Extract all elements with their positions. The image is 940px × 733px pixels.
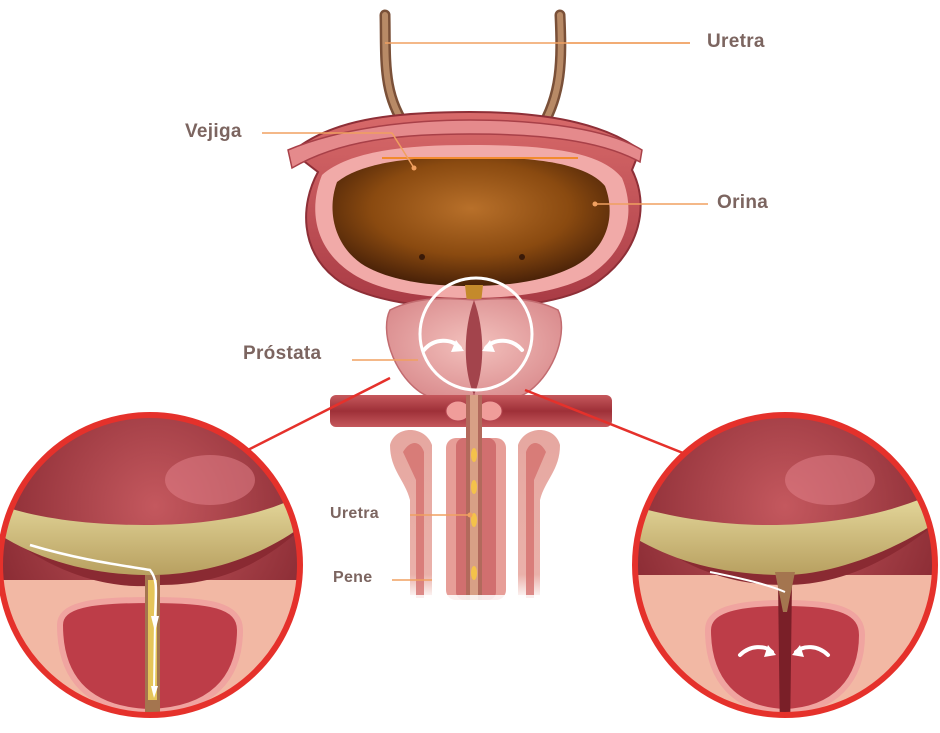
label-uretra-top: Uretra xyxy=(707,31,765,53)
label-pene: Pene xyxy=(333,569,372,587)
label-orina: Orina xyxy=(717,192,768,214)
label-uretra-bottom: Uretra xyxy=(330,505,379,523)
label-vejiga: Vejiga xyxy=(185,121,242,143)
label-prostata: Próstata xyxy=(243,343,321,365)
